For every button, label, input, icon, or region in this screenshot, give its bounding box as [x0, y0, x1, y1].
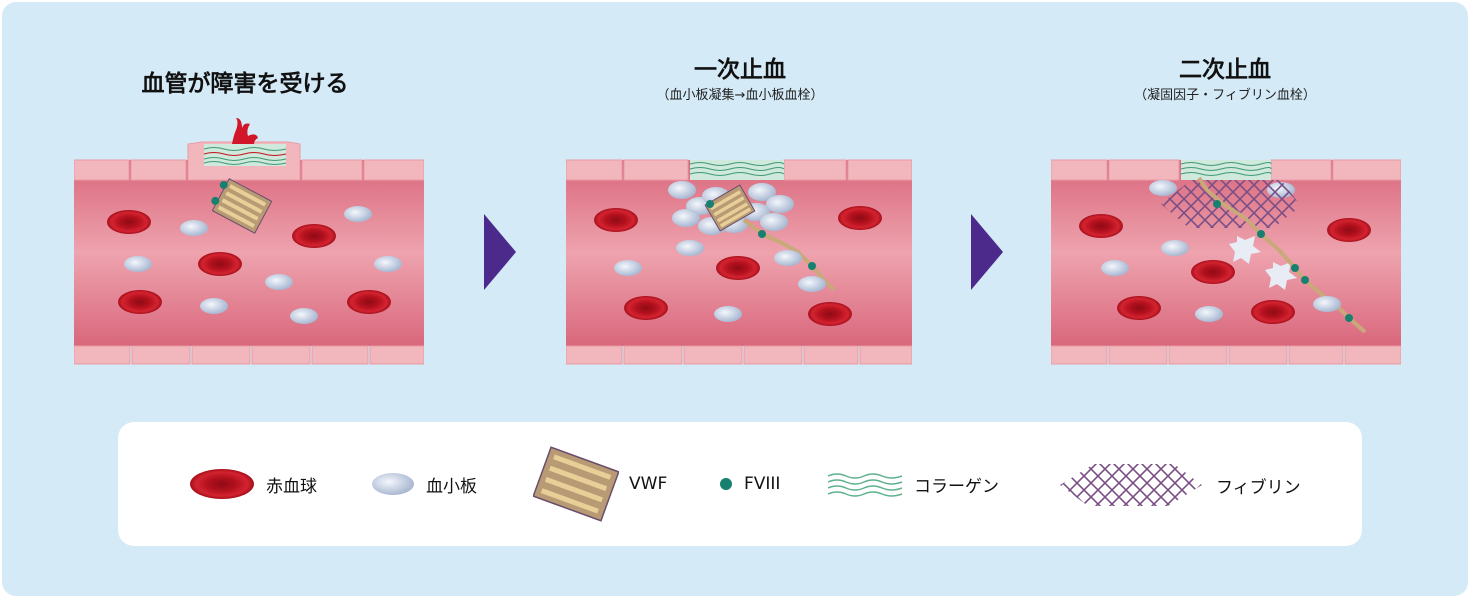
- bleeding-blood: [232, 118, 258, 144]
- legend-label: FVIII: [744, 474, 781, 494]
- arrow-icon: [484, 214, 516, 290]
- collagen-icon: [1180, 160, 1272, 180]
- red-blood-cells: [107, 210, 391, 314]
- platelet-icon: [372, 473, 414, 495]
- legend-label: フィブリン: [1216, 477, 1301, 498]
- stage-1-title: 血管が障害を受ける: [141, 71, 349, 97]
- fviii-icon: [720, 478, 732, 490]
- legend-label: 赤血球: [266, 476, 317, 497]
- vwf-icon: [704, 184, 756, 232]
- legend-label: VWF: [629, 474, 668, 494]
- stage-1-vessel: [74, 118, 424, 365]
- legend-item-fibrin: フィブリン: [1056, 462, 1301, 508]
- red-blood-cells: [1079, 214, 1371, 324]
- collagen-icon: [689, 160, 785, 180]
- vwf-icon: [533, 446, 619, 522]
- legend: 赤血球 血小板 VWF FVIII コラーゲン フィブリン: [118, 422, 1362, 546]
- platelets: [614, 240, 826, 322]
- legend-label: コラーゲン: [914, 476, 999, 497]
- fibrin-mesh: [1161, 180, 1301, 228]
- fviii-markers: [1213, 200, 1353, 322]
- legend-item-platelet: 血小板: [370, 464, 477, 504]
- platelets: [124, 206, 402, 324]
- legend-item-vwf: VWF: [533, 444, 667, 524]
- red-blood-cell-icon: [190, 469, 254, 499]
- red-blood-cells: [594, 206, 882, 326]
- platelets: [1101, 240, 1341, 322]
- stage-2-vessel: [566, 159, 912, 365]
- fviii-markers: [706, 200, 816, 270]
- vwf-icon: [211, 178, 273, 234]
- collagen-icon: [203, 144, 287, 166]
- legend-item-fviii: FVIII: [718, 464, 780, 504]
- arrow-icon: [971, 214, 1003, 290]
- fibrin-icon: [1060, 464, 1202, 506]
- stage-2-subtitle: （血小板凝集→血小板血栓）: [656, 88, 824, 103]
- collagen-icon: [827, 473, 903, 497]
- legend-item-rbc: 赤血球: [188, 464, 317, 504]
- stage-3-title: 二次止血: [1179, 57, 1271, 83]
- legend-label: 血小板: [426, 476, 477, 497]
- activated-platelets: [1229, 236, 1297, 290]
- stage-2-title: 一次止血: [694, 57, 786, 83]
- stage-3-vessel: [1051, 159, 1401, 365]
- legend-item-collagen: コラーゲン: [826, 464, 999, 504]
- stage-3-subtitle: （凝固因子・フィブリン血栓）: [1134, 88, 1316, 103]
